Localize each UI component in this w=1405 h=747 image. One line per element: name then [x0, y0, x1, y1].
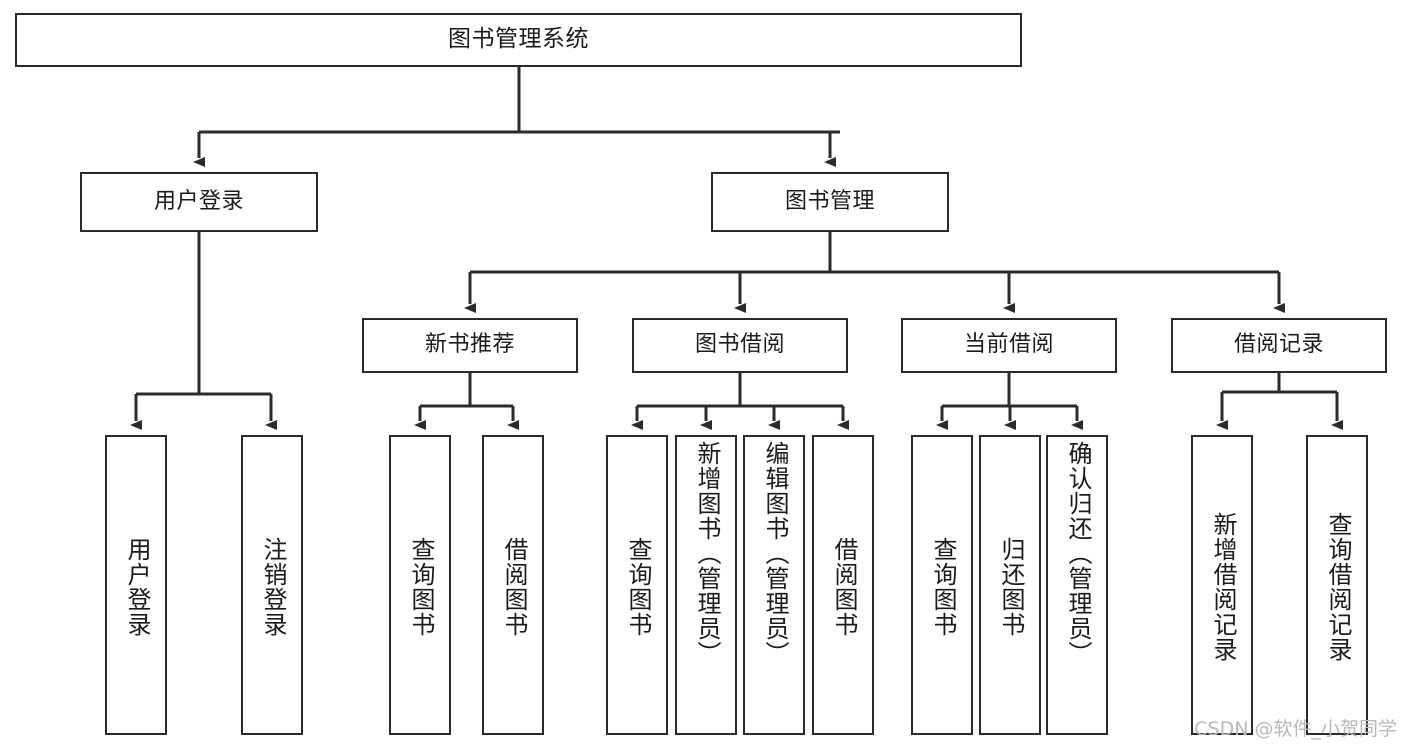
node-book-management-label: 图书管理 [784, 188, 875, 214]
leaf-query-book-1-label: 查询图书 [406, 537, 435, 637]
leaf-query-book-3-label: 查询图书 [928, 537, 957, 637]
leaf-add-book[interactable]: 新增图书（管理员） [675, 435, 737, 735]
node-borrow-record-label: 借阅记录 [1233, 332, 1324, 358]
leaf-confirm-return[interactable]: 确认归还（管理员） [1046, 435, 1108, 735]
leaf-query-record-label: 查询借阅记录 [1323, 512, 1352, 662]
leaf-add-book-label: 新增图书（管理员） [692, 441, 721, 666]
leaf-logout-login[interactable]: 注销登录 [241, 435, 303, 735]
leaf-confirm-return-label: 确认归还（管理员） [1063, 441, 1092, 666]
leaf-return-book-label: 归还图书 [996, 537, 1025, 637]
leaf-borrow-book-1[interactable]: 借阅图书 [482, 435, 544, 735]
watermark-text: CSDN @软件_小贺同学 [1194, 718, 1397, 740]
node-user-login-label: 用户登录 [153, 188, 244, 214]
leaf-borrow-book-2[interactable]: 借阅图书 [812, 435, 874, 735]
node-current-borrow[interactable]: 当前借阅 [901, 318, 1117, 373]
leaf-user-login-label: 用户登录 [122, 537, 151, 637]
leaf-user-login[interactable]: 用户登录 [105, 435, 167, 735]
node-book-borrow[interactable]: 图书借阅 [632, 318, 848, 373]
node-current-borrow-label: 当前借阅 [963, 332, 1054, 358]
node-borrow-record[interactable]: 借阅记录 [1171, 318, 1387, 373]
leaf-add-record[interactable]: 新增借阅记录 [1191, 435, 1253, 735]
leaf-borrow-book-2-label: 借阅图书 [829, 537, 858, 637]
node-book-borrow-label: 图书借阅 [694, 332, 785, 358]
leaf-query-book-2[interactable]: 查询图书 [606, 435, 668, 735]
leaf-return-book[interactable]: 归还图书 [979, 435, 1041, 735]
leaf-query-book-1[interactable]: 查询图书 [389, 435, 451, 735]
leaf-query-record[interactable]: 查询借阅记录 [1306, 435, 1368, 735]
node-root[interactable]: 图书管理系统 [15, 13, 1022, 67]
leaf-query-book-2-label: 查询图书 [623, 537, 652, 637]
leaf-logout-login-label: 注销登录 [258, 537, 287, 637]
leaf-query-book-3[interactable]: 查询图书 [911, 435, 973, 735]
node-new-book-recommend-label: 新书推荐 [424, 332, 515, 358]
node-user-login[interactable]: 用户登录 [80, 172, 318, 232]
node-root-label: 图书管理系统 [448, 26, 589, 53]
leaf-edit-book[interactable]: 编辑图书（管理员） [743, 435, 805, 735]
leaf-borrow-book-1-label: 借阅图书 [499, 537, 528, 637]
leaf-add-record-label: 新增借阅记录 [1208, 512, 1237, 662]
node-book-management[interactable]: 图书管理 [711, 172, 949, 232]
leaf-edit-book-label: 编辑图书（管理员） [760, 441, 789, 666]
node-new-book-recommend[interactable]: 新书推荐 [362, 318, 578, 373]
